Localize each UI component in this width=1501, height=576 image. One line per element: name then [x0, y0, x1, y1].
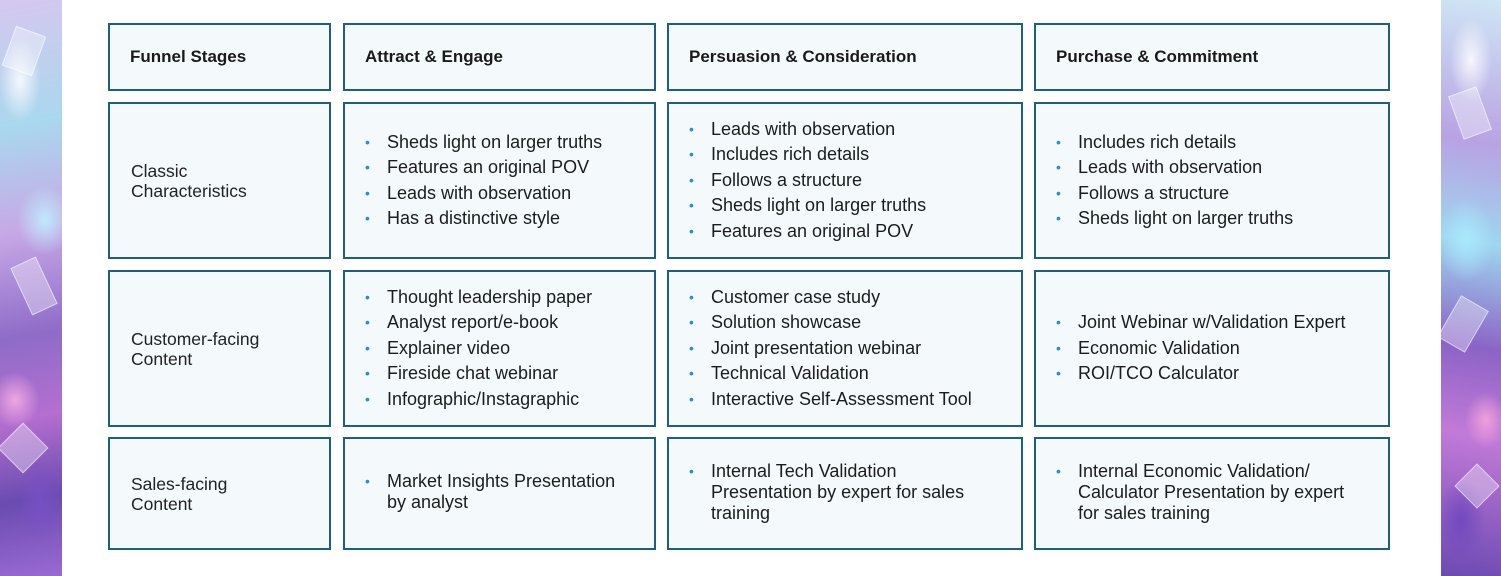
cell-customer-attract: Thought leadership paper Analyst report/… [343, 270, 656, 427]
list-item: Includes rich details [1056, 130, 1293, 156]
list-item: Internal Tech Validation Presentation by… [689, 461, 989, 524]
list-item: Leads with observation [1056, 155, 1293, 181]
row-label-text: Classic Characteristics [131, 160, 247, 201]
list-item: ROI/TCO Calculator [1056, 361, 1345, 387]
header-persuasion-consideration: Persuasion & Consideration [667, 23, 1023, 91]
bullet-list: Leads with observation Includes rich det… [689, 117, 926, 244]
bullet-list: Joint Webinar w/Validation Expert Econom… [1056, 310, 1345, 387]
list-item: Has a distinctive style [365, 206, 602, 232]
list-item: Analyst report/e-book [365, 310, 592, 336]
cell-customer-persuasion: Customer case study Solution showcase Jo… [667, 270, 1023, 427]
decorative-crystal-left [0, 0, 62, 576]
cell-sales-attract: Market Insights Presentation by analyst [343, 437, 656, 550]
cell-sales-persuasion: Internal Tech Validation Presentation by… [667, 437, 1023, 550]
cell-classic-persuasion: Leads with observation Includes rich det… [667, 102, 1023, 259]
bullet-list: Internal Economic Validation/ Calculator… [1056, 461, 1356, 524]
header-attract-engage: Attract & Engage [343, 23, 656, 91]
row-label-sales-facing-content: Sales-facing Content [108, 437, 331, 550]
header-label: Attract & Engage [365, 47, 503, 66]
cell-classic-purchase: Includes rich details Leads with observa… [1034, 102, 1390, 259]
list-item: Thought leadership paper [365, 285, 592, 311]
row-label-text: Sales-facing Content [131, 473, 228, 514]
list-item: Solution showcase [689, 310, 972, 336]
bullet-list: Market Insights Presentation by analyst [365, 471, 635, 513]
list-item: Infographic/Instagraphic [365, 387, 592, 413]
row-label-classic-characteristics: Classic Characteristics [108, 102, 331, 259]
list-item: Follows a structure [689, 168, 926, 194]
list-item: Leads with observation [689, 117, 926, 143]
list-item: Customer case study [689, 285, 972, 311]
bullet-list: Customer case study Solution showcase Jo… [689, 285, 972, 412]
list-item: Technical Validation [689, 361, 972, 387]
list-item: Fireside chat webinar [365, 361, 592, 387]
list-item: Follows a structure [1056, 181, 1293, 207]
bullet-list: Includes rich details Leads with observa… [1056, 130, 1293, 232]
list-item: Sheds light on larger truths [365, 130, 602, 156]
list-item: Features an original POV [689, 219, 926, 245]
cell-sales-purchase: Internal Economic Validation/ Calculator… [1034, 437, 1390, 550]
list-item: Sheds light on larger truths [1056, 206, 1293, 232]
list-item: Sheds light on larger truths [689, 193, 926, 219]
header-funnel-stages: Funnel Stages [108, 23, 331, 91]
list-item: Leads with observation [365, 181, 602, 207]
header-label: Purchase & Commitment [1056, 47, 1259, 66]
header-label: Persuasion & Consideration [689, 47, 917, 66]
list-item: Features an original POV [365, 155, 602, 181]
list-item: Joint Webinar w/Validation Expert [1056, 310, 1345, 336]
header-label: Funnel Stages [130, 47, 247, 66]
header-purchase-commitment: Purchase & Commitment [1034, 23, 1390, 91]
bullet-list: Sheds light on larger truths Features an… [365, 130, 602, 232]
cell-customer-purchase: Joint Webinar w/Validation Expert Econom… [1034, 270, 1390, 427]
row-label-customer-facing-content: Customer-facing Content [108, 270, 331, 427]
cell-classic-attract: Sheds light on larger truths Features an… [343, 102, 656, 259]
decorative-crystal-right [1441, 0, 1501, 576]
list-item: Interactive Self-Assessment Tool [689, 387, 972, 413]
list-item: Includes rich details [689, 142, 926, 168]
list-item: Explainer video [365, 336, 592, 362]
list-item: Market Insights Presentation by analyst [365, 471, 635, 513]
bullet-list: Thought leadership paper Analyst report/… [365, 285, 592, 412]
list-item: Joint presentation webinar [689, 336, 972, 362]
list-item: Economic Validation [1056, 336, 1345, 362]
row-label-text: Customer-facing Content [131, 328, 260, 369]
bullet-list: Internal Tech Validation Presentation by… [689, 461, 989, 524]
list-item: Internal Economic Validation/ Calculator… [1056, 461, 1356, 524]
